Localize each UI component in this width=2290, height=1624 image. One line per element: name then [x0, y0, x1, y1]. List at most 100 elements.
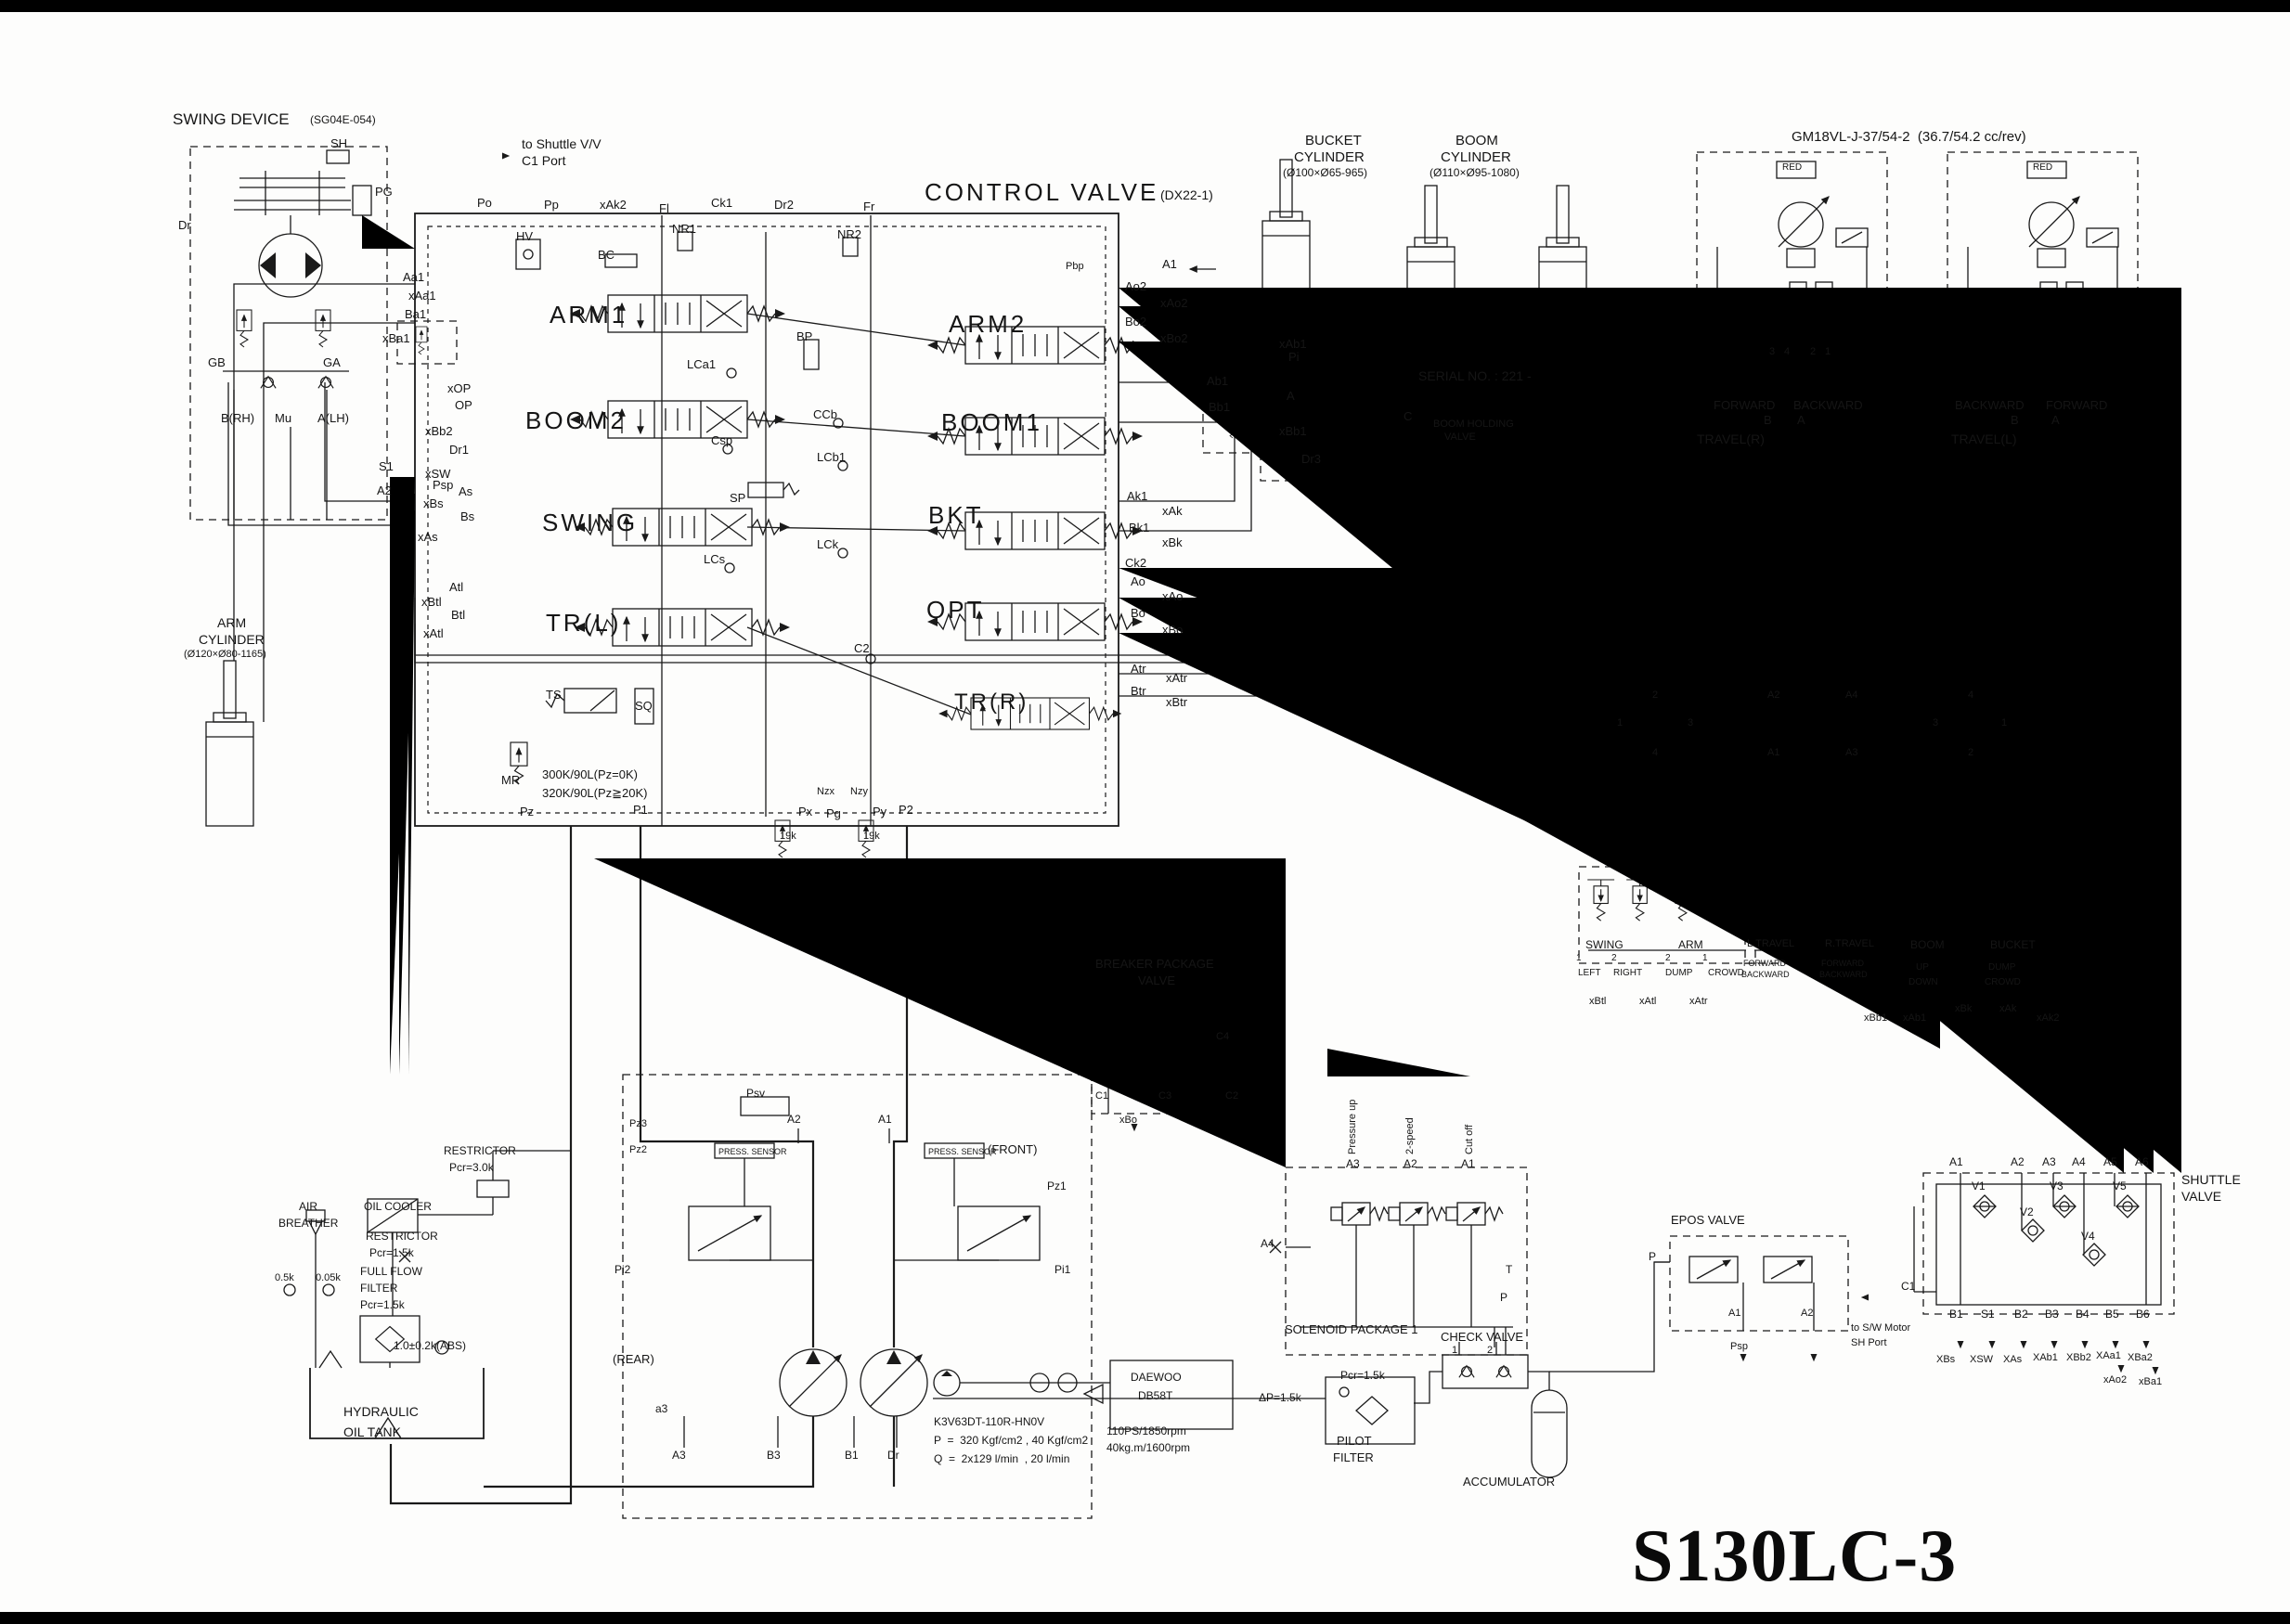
port-label: Pz [520, 805, 535, 818]
port-label: Pcr=3.0k [449, 1161, 494, 1174]
port-label: FORWARD [1821, 959, 1864, 968]
port-label: B2 [2014, 1308, 2028, 1321]
air-breather-title: AIR [299, 1200, 318, 1213]
port-label: Pz2 [629, 1144, 647, 1155]
breaker-package-title: BREAKER PACKAGE [1095, 957, 1214, 971]
port-label: 19k [780, 831, 796, 842]
port-label: Dr [887, 1449, 899, 1462]
port-label: CCb [813, 407, 838, 421]
port-label: GA [323, 355, 341, 369]
port-label: S1 [379, 459, 394, 473]
port-label: xAtl [1639, 996, 1657, 1007]
port-label: xBtl [1589, 996, 1607, 1007]
port-label: NR1 [672, 222, 697, 236]
port-label: P = 320 Kgf/cm2 , 40 Kgf/cm2 [934, 1434, 1089, 1447]
port-label: Nzy [850, 786, 868, 797]
rcv-boom: BOOM [1910, 938, 1945, 951]
port-label: CROWD [1708, 968, 1744, 978]
port-label: LCs [704, 552, 726, 566]
port-label: xBa1 [2139, 1376, 2163, 1387]
port-label: FORWARD [2046, 398, 2108, 412]
control-valve-title: CONTROL VALVE [925, 178, 1159, 206]
port-label: DUMP [1665, 968, 1693, 978]
port-label: A1 [1162, 257, 1177, 271]
port-label: Psp [433, 478, 454, 492]
port-label: BACKWARD [1955, 398, 2025, 412]
port-label: C3 [1158, 1090, 1172, 1102]
port-label: xAk [1999, 1003, 2017, 1014]
port-label: Btl [451, 608, 466, 622]
port-label: Atr [1131, 662, 1146, 676]
port-label: Pi1 [1054, 1263, 1071, 1276]
port-label: V5 [2113, 1179, 2127, 1192]
arm-cylinder-title: ARM [217, 615, 247, 630]
port-label: Mu [275, 411, 292, 425]
port-label: As [459, 484, 473, 498]
port-label: xAtl [423, 626, 444, 640]
port-label: B [1764, 413, 1772, 427]
port-label: Pressure up [1347, 1099, 1358, 1154]
port-label: 1 [2001, 717, 2008, 728]
port-label: xBtr [1166, 695, 1188, 709]
port-label: CYLINDER [1441, 149, 1511, 165]
port-label: BACKWARD [1793, 398, 1863, 412]
port-label: Px [798, 805, 813, 818]
port-label: (FRONT) [988, 1142, 1038, 1156]
port-label: B(RH) [221, 411, 255, 425]
port-label: Dr1 [449, 443, 469, 457]
port-label: A2 [1767, 690, 1780, 701]
port-label: 2 [1611, 953, 1617, 963]
port-label: 110PS/1850rpm [1106, 1424, 1186, 1437]
port-label: 4 [1784, 346, 1791, 357]
port-label: A3 [2042, 1155, 2056, 1168]
port-label: xAtr [1689, 996, 1708, 1007]
port-label: Ao [1131, 574, 1145, 588]
scan-border-bottom [0, 1612, 2290, 1624]
port-label: 19k [863, 831, 880, 842]
port-label: LEFT [1578, 968, 1601, 978]
port-label: xBb1 [1279, 424, 1307, 438]
port-label: 1.0±0.2k(ABS) [394, 1339, 466, 1352]
port-label: Pz3 [629, 1118, 647, 1129]
port-label: PG [375, 185, 393, 199]
port-label: Pcr=1.5k [1340, 1369, 1385, 1382]
port-label: XBb2 [2066, 1352, 2091, 1363]
port-label: Pcr=1.5k [360, 1298, 405, 1311]
port-label: xAs [418, 530, 438, 544]
port-label: Psp [1730, 1341, 1748, 1352]
rcv-swing: SWING [1585, 938, 1624, 951]
port-label: A1 [1949, 1155, 1963, 1168]
port-label: xAk2 [600, 198, 627, 212]
port-label: A1 [1461, 1157, 1475, 1170]
port-label: xBo2 [1160, 331, 1188, 345]
valve-boom1: BOOM1 [941, 408, 1042, 436]
port-label: Pi2 [615, 1263, 631, 1276]
port-label: Csp [711, 433, 733, 447]
port-label: V1 [1972, 1179, 1986, 1192]
port-label: A [1287, 389, 1295, 403]
port-label: A3 [672, 1449, 686, 1462]
port-label: A3 [1845, 747, 1858, 758]
port-label: XAa1 [2096, 1350, 2121, 1361]
valve-boom2: BOOM2 [525, 406, 627, 434]
port-label: xOP [447, 381, 472, 395]
engine-model: DB58T [1138, 1389, 1173, 1402]
port-label: Ao2 [1125, 279, 1147, 293]
port-label: B5 [2105, 1308, 2119, 1321]
port-label: xAk2 [2037, 1012, 2060, 1024]
port-label: xBk [1955, 1003, 1973, 1014]
port-label: B4 [2076, 1308, 2089, 1321]
port-label: A1 [878, 1113, 892, 1126]
port-label: SH [330, 136, 348, 150]
port-label: 1 [1452, 1345, 1458, 1356]
rcv-rtravel: R.TRAVEL [1825, 938, 1874, 949]
port-label: 1 [1702, 953, 1708, 963]
valve-trl: TR(L) [546, 609, 622, 637]
port-label: P [1500, 1291, 1508, 1304]
port-label: C1 [1901, 1280, 1916, 1293]
full-flow-filter-title: FULL FLOW [360, 1265, 422, 1278]
port-label: A [1797, 413, 1805, 427]
model-title: S130LC-3 [1632, 1515, 1958, 1597]
port-label: xAtr [1166, 671, 1188, 685]
